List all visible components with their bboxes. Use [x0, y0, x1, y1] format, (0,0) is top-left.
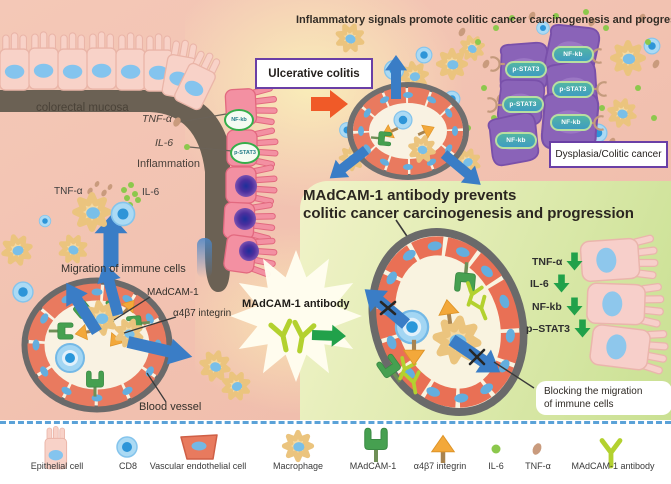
down-arrow-icon: [566, 252, 583, 271]
down-arrow-icon: [574, 319, 591, 338]
legend-label-cd8: CD8: [118, 461, 138, 471]
main-title-line1: MAdCAM-1 antibody prevents: [303, 187, 517, 204]
top-title: Inflammatory signals promote colitic can…: [296, 14, 671, 26]
dysplasia-cell-badge: NF-kb: [552, 46, 594, 63]
leader-line-blocking: [493, 361, 535, 389]
main-title-line2: colitic cancer carcinogenesis and progre…: [303, 205, 634, 223]
blocking-note: Blocking the migration of immune cells: [536, 381, 671, 415]
madcam1-icon: [364, 427, 388, 463]
ulcerative-colitis-box: Ulcerative colitis: [255, 58, 373, 89]
legend-label-il6: IL-6: [488, 461, 504, 471]
faded-arrow-remnant: [197, 238, 212, 278]
tnf-secreted-label: TNF-α: [142, 113, 172, 125]
dysplasia-cell-badge: p-STAT3: [502, 96, 544, 113]
tnf-cloud-label: TNF-α: [54, 186, 83, 197]
dysplastic-nucleus: [239, 241, 259, 261]
legend-label-epithelial: Epithelial cell: [30, 461, 84, 471]
dysplastic-nucleus: [235, 175, 257, 197]
downregulated-il6-label: IL-6: [530, 277, 549, 290]
downregulated-tnf-label: TNF-α: [532, 255, 563, 268]
blocking-note-line1: Blocking the migration: [544, 386, 643, 397]
legend-label-tnf: TNF-α: [525, 461, 551, 471]
dysplastic-nucleus: [234, 208, 256, 230]
integrin-label: α4β7 integrin: [173, 308, 232, 319]
tnf-icon: [532, 443, 542, 455]
dysplasia-colitic-cancer-box: Dysplasia/Colitic cancer: [549, 141, 668, 168]
leader-lines-left: [113, 296, 177, 403]
downregulated-tnf: TNF-α: [532, 252, 583, 271]
madcam1-label: MAdCAM-1: [147, 287, 199, 298]
pstat3-wall-badge: p-STAT3: [230, 142, 260, 164]
legend-label-madcam1: MAdCAM-1: [349, 461, 397, 471]
integrin-icon: [431, 435, 455, 464]
inflammation-label: Inflammation: [137, 158, 200, 170]
epithelium-right-edge: [579, 233, 671, 376]
dysplasia-cell-badge: p-STAT3: [552, 81, 594, 98]
dysplasia-cell-badge: p-STAT3: [505, 61, 547, 78]
down-arrow-icon: [566, 297, 583, 316]
legend-label-endothelial: Vascular endothelial cell: [149, 461, 247, 471]
legend-strip: [0, 420, 671, 484]
ulcerative-arrow: [311, 90, 348, 118]
il6-secreted-label: IL-6: [155, 137, 174, 149]
dysplasia-cell-badge: NF-kb: [550, 114, 592, 131]
il6-cloud-label: IL-6: [142, 187, 160, 198]
down-arrow-icon: [553, 274, 570, 293]
antibody-burst-label: MAdCAM-1 antibody: [242, 298, 350, 310]
main-title: MAdCAM-1 antibody prevents colitic cance…: [303, 187, 634, 224]
colorectal-mucosa-label: colorectal mucosa: [36, 102, 129, 114]
dysplasia-cell-badge: NF-kb: [495, 132, 537, 149]
il6-icon: [184, 144, 190, 150]
dashed-divider: [0, 421, 671, 424]
endothelial-cell-icon: [180, 434, 218, 460]
legend-label-integrin: α4β7 integrin: [413, 461, 467, 471]
il6-icon: [491, 444, 501, 454]
nfkb-wall-badge: NF-kb: [224, 109, 254, 131]
legend-label-antibody: MAdCAM-1 antibody: [571, 461, 655, 471]
legend-label-macrophage: Macrophage: [272, 461, 324, 471]
downregulated-nfkb-label: NF-kb: [532, 300, 562, 313]
downregulated-nfkb: NF-kb: [532, 297, 583, 316]
macrophage-icon: [284, 432, 311, 459]
blood-vessel-label: Blood vessel: [139, 401, 202, 413]
downregulated-pstat3: p–STAT3: [526, 319, 591, 338]
downregulated-il6: IL-6: [530, 274, 570, 293]
blood-vessel-left: [21, 259, 196, 413]
migration-label: Migration of immune cells: [61, 263, 186, 275]
downregulated-pstat3-label: p–STAT3: [526, 322, 570, 335]
blocking-note-line2: of immune cells: [544, 399, 614, 410]
legend-icons: [44, 425, 620, 470]
cd8-cell-icon: [116, 436, 138, 458]
